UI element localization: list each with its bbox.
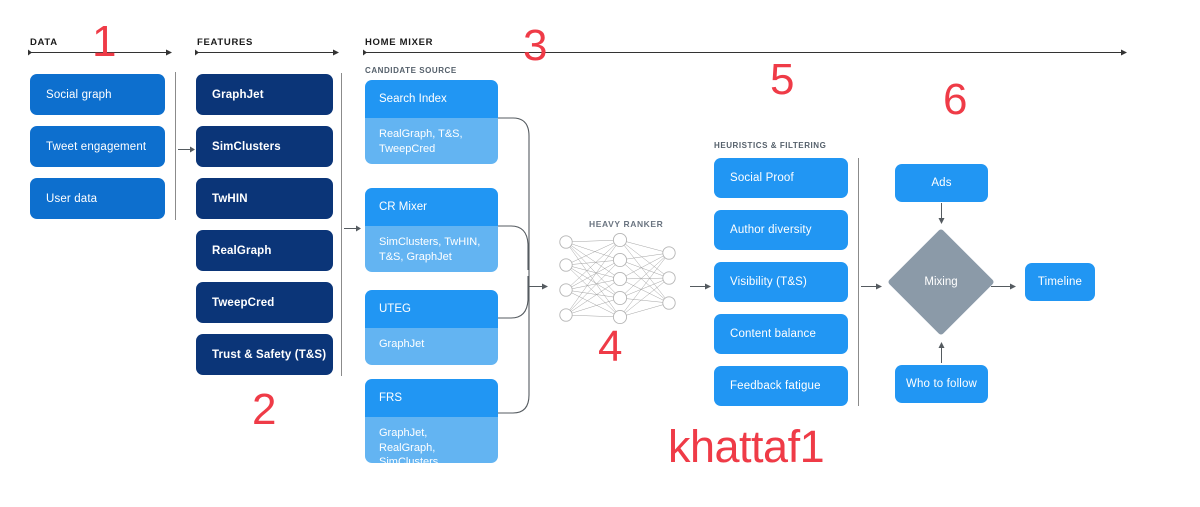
- mixing-label: Mixing: [924, 276, 958, 288]
- annotation-number-4: 4: [598, 322, 623, 371]
- candidate-source-features: SimClusters, TwHIN, T&S, GraphJet: [365, 226, 498, 272]
- heuristic-block-label: Feedback fatigue: [730, 380, 821, 392]
- mixing-input-who-to-follow[interactable]: Who to follow: [895, 365, 988, 403]
- candidate-source-name: CR Mixer: [365, 188, 498, 226]
- feature-block-twhin[interactable]: TwHIN: [196, 178, 333, 219]
- data-block-label: Social graph: [46, 88, 112, 101]
- feature-block-label: SimClusters: [212, 140, 281, 153]
- arrow-ranker-to-heuristics: [690, 278, 712, 296]
- feature-block-label: Trust & Safety (T&S): [212, 348, 327, 361]
- heuristic-block-social-proof[interactable]: Social Proof: [714, 158, 848, 198]
- feature-block-label: RealGraph: [212, 244, 272, 257]
- subsection-header-heavy-ranker: HEAVY RANKER: [589, 219, 664, 229]
- timeline-output[interactable]: Timeline: [1025, 263, 1095, 301]
- axis-arrow-features: [195, 48, 340, 57]
- candidate-source-name: FRS: [365, 379, 498, 417]
- arrow-candidates-to-ranker: [529, 278, 549, 296]
- heavy-ranker-network: [552, 232, 682, 325]
- data-block-label: Tweet engagement: [46, 140, 147, 153]
- heuristic-block-label: Author diversity: [730, 224, 812, 236]
- feature-block-graphjet[interactable]: GraphJet: [196, 74, 333, 115]
- heuristic-block-visibility[interactable]: Visibility (T&S): [714, 262, 848, 302]
- axis-arrow-home-mixer: [363, 48, 1128, 57]
- section-header-features: FEATURES: [197, 37, 254, 48]
- feature-block-label: TwHIN: [212, 192, 248, 205]
- candidate-source-uteg[interactable]: UTEG GraphJet: [365, 290, 498, 365]
- divider-features-group: [341, 73, 343, 376]
- data-block-tweet-engagement[interactable]: Tweet engagement: [30, 126, 165, 167]
- heuristic-block-label: Content balance: [730, 328, 817, 340]
- heuristic-block-author-diversity[interactable]: Author diversity: [714, 210, 848, 250]
- ads-label: Ads: [931, 177, 952, 189]
- annotation-watermark: khattaf1: [668, 421, 825, 472]
- annotation-number-6: 6: [943, 75, 968, 124]
- arrow-heuristics-to-mixing: [861, 278, 883, 296]
- candidate-source-features: RealGraph, T&S, TweepCred: [365, 118, 498, 164]
- annotation-number-3: 3: [523, 21, 548, 70]
- subsection-header-candidate-source: CANDIDATE SOURCE: [365, 66, 457, 75]
- timeline-label: Timeline: [1037, 276, 1083, 288]
- arrow-data-to-features: [178, 141, 196, 159]
- arrow-mixing-to-timeline: [991, 278, 1017, 296]
- candidate-source-features: GraphJet, RealGraph, SimClusters: [365, 417, 498, 463]
- heuristic-block-feedback-fatigue[interactable]: Feedback fatigue: [714, 366, 848, 406]
- connector-candidates-to-ranker: [497, 110, 537, 420]
- subsection-header-heuristics: HEURISTICS & FILTERING: [714, 141, 827, 150]
- feature-block-simclusters[interactable]: SimClusters: [196, 126, 333, 167]
- axis-arrow-data: [28, 48, 173, 57]
- divider-heuristics-group: [858, 158, 860, 406]
- heuristic-block-content-balance[interactable]: Content balance: [714, 314, 848, 354]
- annotation-number-5: 5: [770, 55, 795, 104]
- candidate-source-name: UTEG: [365, 290, 498, 328]
- candidate-source-cr-mixer[interactable]: CR Mixer SimClusters, TwHIN, T&S, GraphJ…: [365, 188, 498, 272]
- heuristic-block-label: Visibility (T&S): [730, 276, 807, 288]
- arrow-who-to-follow-to-mixing: [937, 340, 946, 369]
- candidate-source-features: GraphJet: [365, 328, 498, 365]
- feature-block-realgraph[interactable]: RealGraph: [196, 230, 333, 271]
- who-to-follow-label: Who to follow: [906, 378, 977, 390]
- arrow-features-to-candidates: [344, 220, 362, 238]
- candidate-source-search-index[interactable]: Search Index RealGraph, T&S, TweepCred: [365, 80, 498, 164]
- feature-block-trust-safety[interactable]: Trust & Safety (T&S): [196, 334, 333, 375]
- annotation-number-1: 1: [92, 17, 117, 66]
- mixing-input-ads[interactable]: Ads: [895, 164, 988, 202]
- candidate-source-frs[interactable]: FRS GraphJet, RealGraph, SimClusters: [365, 379, 498, 463]
- feature-block-tweepcred[interactable]: TweepCred: [196, 282, 333, 323]
- data-block-social-graph[interactable]: Social graph: [30, 74, 165, 115]
- divider-data-group: [175, 72, 177, 220]
- candidate-source-name: Search Index: [365, 80, 498, 118]
- heuristic-block-label: Social Proof: [730, 172, 794, 184]
- annotation-number-2: 2: [252, 385, 277, 434]
- data-block-user-data[interactable]: User data: [30, 178, 165, 219]
- data-block-label: User data: [46, 192, 98, 205]
- section-header-data: DATA: [30, 37, 58, 48]
- arrow-ads-to-mixing: [937, 203, 946, 230]
- feature-block-label: GraphJet: [212, 88, 264, 101]
- feature-block-label: TweepCred: [212, 296, 275, 309]
- section-header-home-mixer: HOME MIXER: [365, 37, 434, 48]
